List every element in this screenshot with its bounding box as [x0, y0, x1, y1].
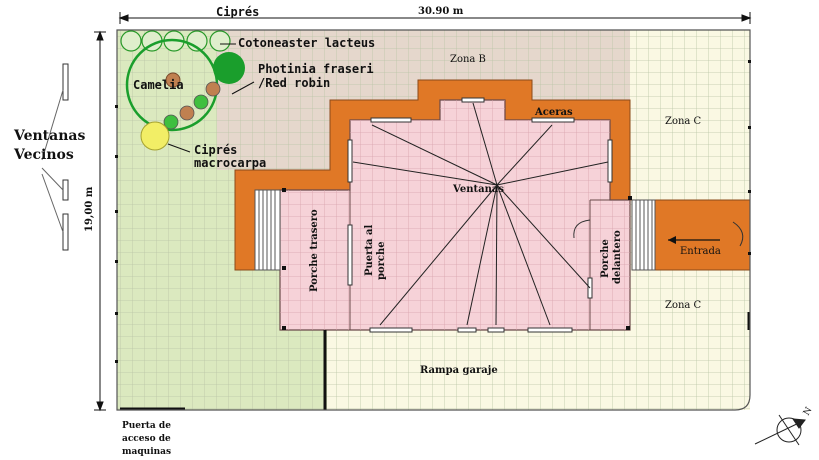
- height-label: 19,00 m: [84, 186, 95, 232]
- compass-north-label: N: [802, 406, 815, 418]
- macrocarpa-tree: [140, 121, 170, 151]
- porche-delantero-label-1: Porche: [600, 239, 611, 278]
- entrance-door-arc: [732, 221, 744, 247]
- ventanas-label: Ventanas: [452, 184, 504, 195]
- puerta-porche-label-2: porche: [376, 241, 387, 280]
- camelia-shrub: [165, 72, 181, 88]
- leader-lines: [167, 43, 255, 153]
- zone-c-top-label: Zona C: [665, 116, 702, 127]
- zone-b-label: Zona B: [450, 54, 486, 65]
- photinia-shrub: [213, 52, 245, 84]
- entrance-arrow: [668, 236, 720, 244]
- edge-ticks: [115, 60, 751, 363]
- neighbors-label-1: Ventanas: [13, 128, 85, 144]
- cotoneaster-label: Cotoneaster lacteus: [238, 36, 375, 50]
- photinia-label-2: /Red robin: [258, 76, 330, 90]
- zone-c-bottom-label: Zona C: [665, 300, 702, 311]
- cipres-label: Ciprés: [216, 5, 259, 19]
- rampa-label: Rampa garaje: [420, 365, 498, 376]
- macrocarpa-label-1: Ciprés: [194, 143, 237, 157]
- compass-icon: [754, 414, 806, 446]
- gate-label-3: maquinas: [122, 447, 171, 457]
- puerta-porche-label-1: Puerta al: [364, 225, 375, 276]
- photinia-label-1: Photinia fraseri: [258, 62, 374, 76]
- height-dimension: [94, 30, 106, 412]
- back-porch-steps: [254, 189, 281, 271]
- porche-trasero-label: Porche trasero: [309, 209, 320, 292]
- gate-label-1: Puerta de: [122, 421, 171, 431]
- neighbors-label-2: Vecinos: [13, 147, 74, 163]
- macrocarpa-label-2: macrocarpa: [194, 156, 266, 170]
- porche-delantero-label-2: delantero: [612, 230, 623, 284]
- width-label: 30.90 m: [418, 6, 464, 17]
- entrada-label: Entrada: [680, 246, 721, 257]
- front-steps: [631, 199, 656, 271]
- cipres-row: [120, 30, 231, 52]
- front-door-arc: [573, 219, 591, 239]
- house-grid: [280, 100, 630, 330]
- garden-boundary: [116, 29, 751, 411]
- hedge-shrubs: [163, 81, 221, 130]
- width-dimension: [118, 12, 752, 24]
- camelia-label: Camelia: [133, 78, 184, 92]
- gate-label-2: acceso de: [122, 434, 171, 444]
- aceras-label: Aceras: [534, 107, 573, 118]
- neighbor-pointers: [41, 89, 64, 233]
- ventanas-lines: [352, 102, 609, 326]
